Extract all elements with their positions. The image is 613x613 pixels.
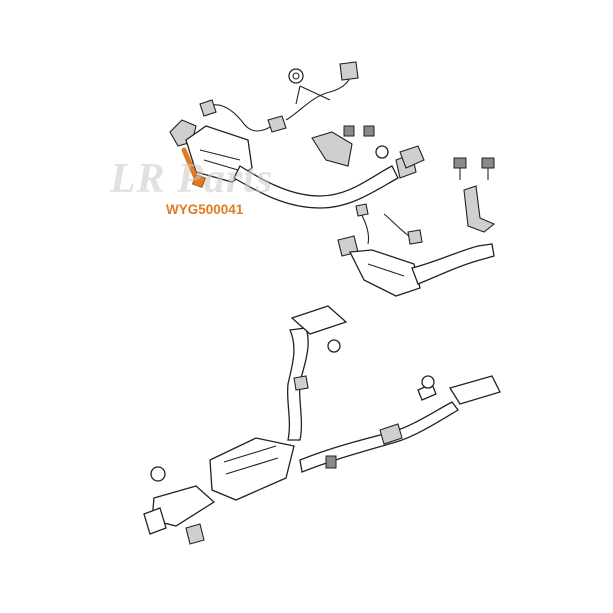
heat-shield-bracket xyxy=(311,125,425,169)
rear-catalytic-converter xyxy=(348,249,421,297)
oxygen-sensor-2 xyxy=(285,61,359,121)
highlighted-bolt-wyg500041 xyxy=(181,147,207,189)
mounting-bolts xyxy=(453,157,495,180)
rear-right-silencer xyxy=(417,375,501,405)
resonator-pipe xyxy=(286,305,348,441)
rear-left-silencer xyxy=(143,466,216,545)
rear-cat-pipe xyxy=(411,243,495,285)
front-pipe xyxy=(233,165,399,209)
front-downpipe-assembly xyxy=(169,119,417,209)
rear-catalytic-assembly xyxy=(337,203,495,297)
center-silencer xyxy=(209,437,337,501)
intermediate-pipe xyxy=(299,401,459,473)
oxygen-sensor-1 xyxy=(199,99,287,133)
part-number-label[interactable]: WYG500041 xyxy=(166,202,244,217)
sensor-clip xyxy=(288,68,331,105)
support-bracket xyxy=(463,185,496,233)
